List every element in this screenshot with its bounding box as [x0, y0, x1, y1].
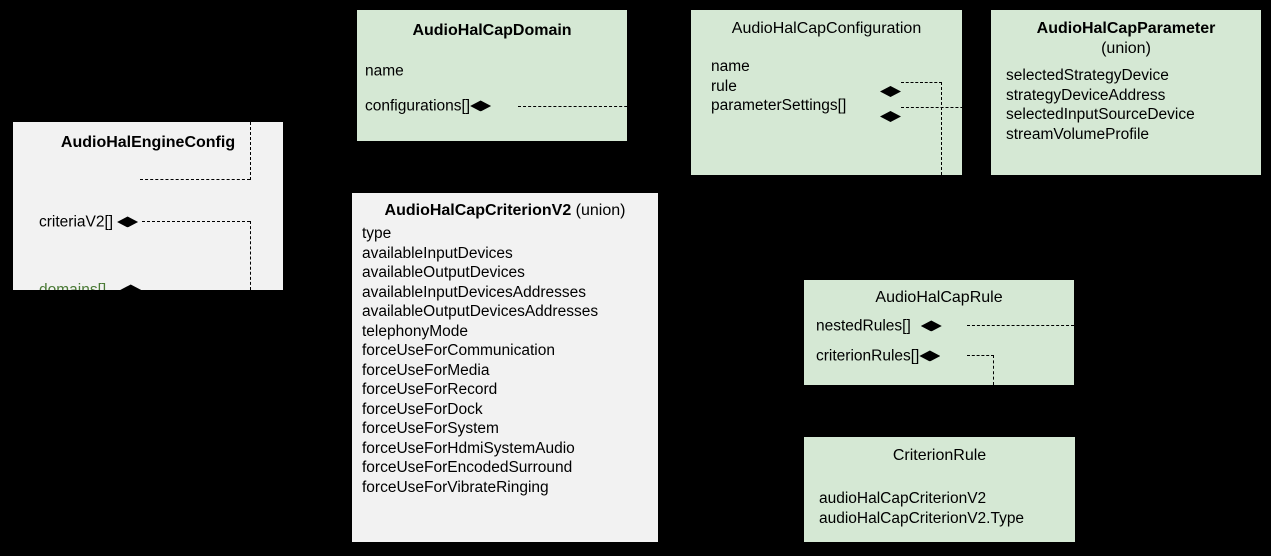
attribute-label: criteriaV2[] — [39, 213, 114, 231]
attribute-forceuseforrecord: forceUseForRecord — [362, 381, 498, 398]
attribute-selectedstrategydevice: selectedStrategyDevice — [1006, 67, 1169, 84]
attribute-label: nestedRules[] — [816, 317, 911, 335]
attribute-forceuseforencodedsurround: forceUseForEncodedSurround — [362, 459, 573, 476]
attribute-nestedrules[interactable]: nestedRules[] — [816, 316, 942, 336]
edge-configurations-horizontal — [518, 106, 698, 107]
attribute-forceuseforvibrateringing: forceUseForVibrateRinging — [362, 478, 549, 496]
entity-subtitle: (union) — [1101, 40, 1151, 57]
entity-audio-hal-cap-parameter[interactable]: AudioHalCapParameter (union) selectedStr… — [991, 10, 1261, 175]
edge-nestedrules-horizontal — [967, 325, 1074, 326]
attribute-availableoutputdevices: availableOutputDevices — [362, 264, 525, 281]
attribute-criterionrules[interactable]: criterionRules[] — [816, 346, 941, 366]
edge-domains-horizontal — [140, 179, 250, 180]
entity-title-union-suffix: (union) — [571, 202, 626, 219]
attribute-name: name — [711, 58, 750, 75]
attribute-forceuseforsystem: forceUseForSystem — [362, 420, 499, 437]
attribute-label: domains[] — [39, 281, 107, 290]
attribute-availableoutputdevicesaddresses: availableOutputDevicesAddresses — [362, 303, 599, 320]
aggregation-diamond-icon — [117, 216, 139, 228]
attribute-list: type availableInputDevices availableOutp… — [362, 224, 598, 497]
edge-domains-vertical — [250, 122, 251, 180]
attribute-forceuseforcommunication: forceUseForCommunication — [362, 342, 555, 359]
attribute-label: name — [365, 62, 404, 80]
attribute-name: name — [365, 61, 404, 81]
edge-parametersettings-horizontal — [901, 107, 998, 108]
attribute-strategydeviceaddress: strategyDeviceAddress — [1006, 86, 1166, 104]
entity-title: CriterionRule — [892, 447, 987, 464]
attribute-availableinputdevicesaddresses: availableInputDevicesAddresses — [362, 283, 587, 301]
entity-title-text: AudioHalCapCriterionV2 — [384, 202, 572, 219]
attribute-list: audioHalCapCriterionV2 audioHalCapCriter… — [819, 489, 1024, 528]
attribute-audiohalcapcriterionv2: audioHalCapCriterionV2 — [819, 490, 987, 507]
attribute-domains[interactable]: domains[] — [39, 280, 142, 290]
attribute-selectedinputsourcedevice: selectedInputSourceDevice — [1006, 106, 1195, 123]
entity-title: AudioHalCapParameter — [1036, 20, 1216, 37]
attribute-telephonymode: telephonyMode — [362, 322, 468, 340]
entity-audio-hal-cap-configuration[interactable]: AudioHalCapConfiguration name rule param… — [691, 10, 962, 175]
edge-criteriav2-horizontal — [142, 221, 250, 222]
aggregation-diamond-icon — [919, 350, 941, 362]
attribute-criteriav2[interactable]: criteriaV2[] — [39, 212, 139, 232]
attribute-availableinputdevices: availableInputDevices — [362, 244, 513, 262]
entity-title: AudioHalCapRule — [875, 289, 1003, 306]
entity-title: AudioHalCapDomain — [412, 22, 572, 39]
attribute-parametersettings: parameterSettings[] — [711, 97, 847, 114]
aggregation-diamond-icon-parametersettings — [880, 111, 901, 122]
aggregation-diamond-icon — [920, 320, 942, 332]
attribute-forceusefordock: forceUseForDock — [362, 400, 483, 418]
attribute-forceuseforhdmisystemaudio: forceUseForHdmiSystemAudio — [362, 439, 575, 457]
entity-title: AudioHalEngineConfig — [60, 134, 236, 151]
entity-audio-hal-cap-domain[interactable]: AudioHalCapDomain name configurations[] — [357, 10, 627, 141]
edge-criteriav2-vertical — [250, 221, 251, 290]
attribute-list: name rule parameterSettings[] — [711, 57, 846, 116]
attribute-label: configurations[] — [365, 97, 471, 115]
edge-criterionrules-horizontal — [967, 355, 994, 356]
edge-criterionrules-vertical — [993, 355, 994, 385]
attribute-list: selectedStrategyDevice strategyDeviceAdd… — [1006, 66, 1195, 144]
entity-audio-hal-engine-config[interactable]: AudioHalEngineConfig domains[] criteriaV… — [13, 122, 283, 290]
edge-rule-vertical — [941, 82, 942, 175]
entity-audio-hal-cap-criterion-v2[interactable]: AudioHalCapCriterionV2 (union) type avai… — [352, 193, 658, 542]
entity-title: AudioHalCapCriterionV2 (union) — [352, 201, 658, 220]
attribute-type: type — [362, 225, 392, 242]
entity-title: AudioHalCapConfiguration — [731, 20, 922, 37]
edge-rule-horizontal — [901, 82, 942, 83]
attribute-forceuseformedia: forceUseForMedia — [362, 361, 490, 379]
attribute-rule: rule — [711, 77, 737, 95]
aggregation-diamond-icon — [470, 100, 492, 112]
attribute-configurations[interactable]: configurations[] — [365, 96, 492, 116]
aggregation-diamond-icon-rule — [880, 86, 901, 97]
aggregation-diamond-icon — [120, 284, 142, 290]
entity-criterion-rule[interactable]: CriterionRule audioHalCapCriterionV2 aud… — [804, 437, 1075, 542]
attribute-label: criterionRules[] — [816, 347, 920, 365]
entity-audio-hal-cap-rule[interactable]: AudioHalCapRule nestedRules[] criterionR… — [804, 280, 1074, 385]
attribute-streamvolumeprofile: streamVolumeProfile — [1006, 125, 1150, 143]
attribute-audiohalcapcriterionv2-type: audioHalCapCriterionV2.Type — [819, 509, 1025, 527]
